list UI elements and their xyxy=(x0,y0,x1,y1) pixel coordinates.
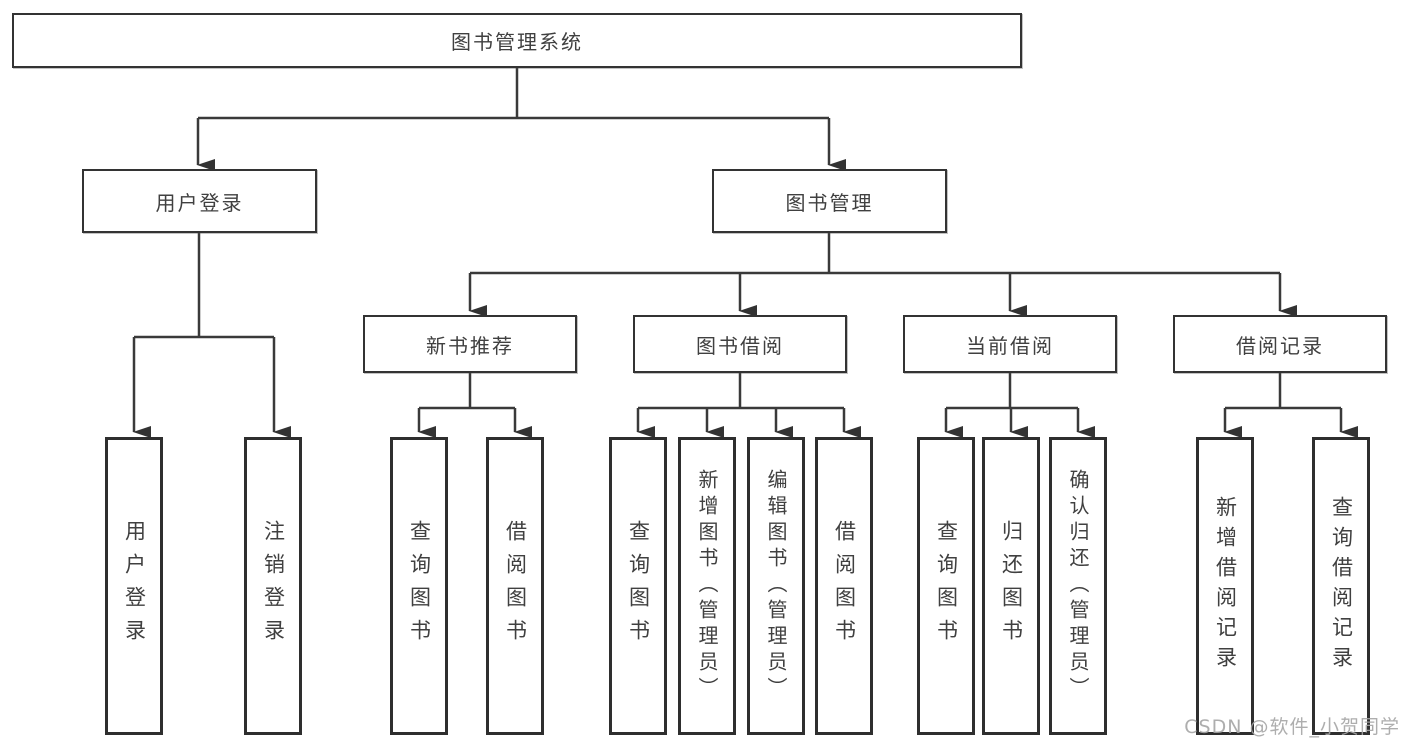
node-root-system: 图书管理系统 xyxy=(12,13,1022,68)
node-current-borrow: 当前借阅 xyxy=(903,315,1117,373)
connector-records-to-leaves xyxy=(1223,373,1358,438)
leaf-label: 新增借阅记录 xyxy=(1213,496,1238,676)
leaf-recommend-borrow-books: 借阅图书 xyxy=(486,437,544,735)
leaf-label: 用户登录 xyxy=(122,520,147,652)
leaf-current-return-books: 归还图书 xyxy=(982,437,1040,735)
connector-borrow-to-leaves xyxy=(636,373,861,438)
leaf-label: 借阅图书 xyxy=(832,520,857,652)
node-label: 图书借阅 xyxy=(696,333,784,358)
leaf-label: 查询图书 xyxy=(934,520,959,652)
watermark: CSDN @软件_小贺同学 xyxy=(1184,716,1400,738)
node-borrow-records: 借阅记录 xyxy=(1173,315,1387,373)
leaf-records-query-record: 查询借阅记录 xyxy=(1312,437,1370,735)
leaf-label: 新增图书（管理员） xyxy=(695,469,719,703)
node-label: 图书管理系统 xyxy=(451,30,583,54)
leaf-label: 借阅图书 xyxy=(503,520,528,652)
connector-book-management-to-level2 xyxy=(468,233,1297,317)
node-book-borrow: 图书借阅 xyxy=(633,315,847,373)
connector-recommend-to-leaves xyxy=(417,373,532,438)
leaf-label: 归还图书 xyxy=(999,520,1024,652)
leaf-borrow-query-books: 查询图书 xyxy=(609,437,667,735)
leaf-current-query-books: 查询图书 xyxy=(917,437,975,735)
leaf-label: 查询借阅记录 xyxy=(1329,496,1354,676)
node-new-book-recommend: 新书推荐 xyxy=(363,315,577,373)
leaf-current-confirm-return-admin: 确认归还（管理员） xyxy=(1049,437,1107,735)
node-book-management: 图书管理 xyxy=(712,169,947,233)
connector-user-login-to-leaves xyxy=(132,233,291,438)
node-label: 新书推荐 xyxy=(426,333,514,358)
leaf-records-add-record: 新增借阅记录 xyxy=(1196,437,1254,735)
node-label: 图书管理 xyxy=(785,190,874,215)
connector-root-to-level1 xyxy=(196,68,846,171)
leaf-logout: 注销登录 xyxy=(244,437,302,735)
leaf-label: 编辑图书（管理员） xyxy=(764,469,788,703)
node-label: 借阅记录 xyxy=(1236,333,1324,358)
leaf-recommend-query-books: 查询图书 xyxy=(390,437,448,735)
leaf-borrow-borrow-books: 借阅图书 xyxy=(815,437,873,735)
leaf-label: 注销登录 xyxy=(261,520,286,652)
leaf-label: 查询图书 xyxy=(626,520,651,652)
leaf-user-login: 用户登录 xyxy=(105,437,163,735)
node-label: 当前借阅 xyxy=(966,333,1054,358)
leaf-label: 确认归还（管理员） xyxy=(1066,469,1090,703)
node-user-login: 用户登录 xyxy=(82,169,317,233)
leaf-borrow-edit-books-admin: 编辑图书（管理员） xyxy=(747,437,805,735)
leaf-borrow-add-books-admin: 新增图书（管理员） xyxy=(678,437,736,735)
node-label: 用户登录 xyxy=(155,190,244,215)
connector-current-to-leaves xyxy=(944,373,1095,438)
leaf-label: 查询图书 xyxy=(407,520,432,652)
